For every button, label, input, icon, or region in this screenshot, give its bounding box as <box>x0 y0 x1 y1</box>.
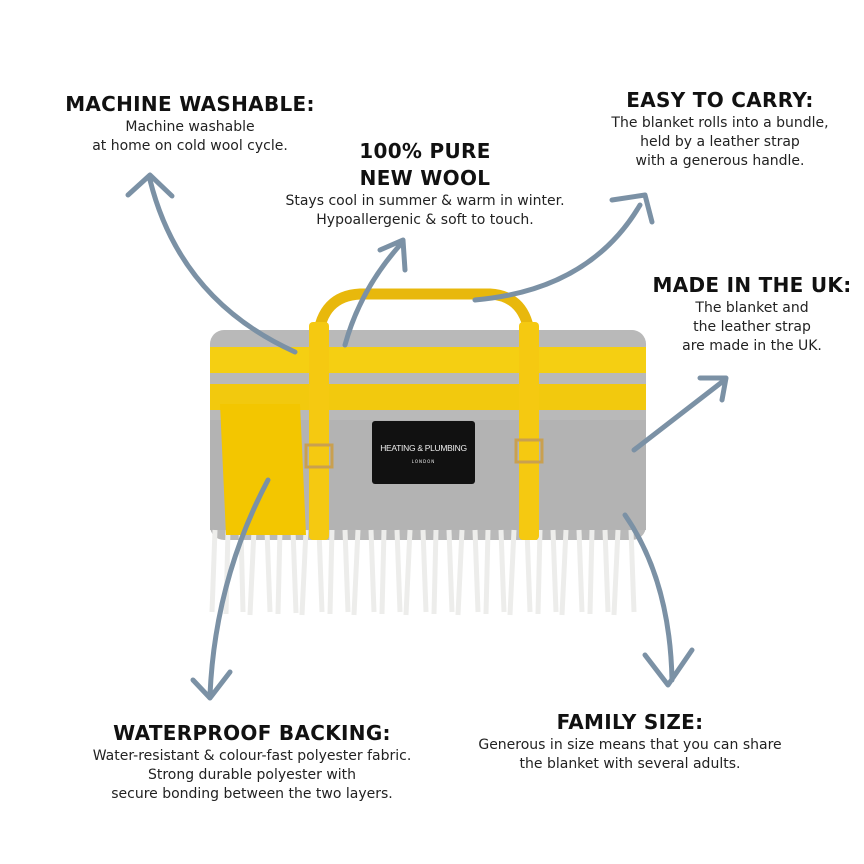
feature-text: Hypoallergenic & soft to touch. <box>316 212 534 228</box>
feature-text: Stays cool in summer & warm in winter. <box>285 193 565 209</box>
feature-text: Strong durable polyester with <box>147 767 357 783</box>
feature-title: 100% PURE <box>359 139 491 163</box>
feature-text: held by a leather strap <box>640 134 800 150</box>
feature-text: the blanket with several adults. <box>519 756 741 772</box>
feature-title: MADE IN THE UK: <box>652 273 852 297</box>
feature-waterproof: WATERPROOF BACKING: Water-resistant & co… <box>52 720 452 804</box>
strap-left <box>309 322 329 540</box>
arrow-wool <box>342 237 408 348</box>
feature-easy-carry: EASY TO CARRY: The blanket rolls into a … <box>590 87 850 171</box>
feature-text: Machine washable <box>125 119 255 135</box>
feature-title: FAMILY SIZE: <box>556 710 704 734</box>
arrow-family-size <box>622 512 695 688</box>
feature-title: MACHINE WASHABLE: <box>65 92 315 116</box>
arrows <box>125 172 729 701</box>
feature-text: are made in the UK. <box>682 338 822 354</box>
feature-text: with a generous handle. <box>635 153 805 169</box>
brand-name: HEATING & PLUMBING <box>380 443 467 453</box>
arrow-made-in-uk <box>631 375 729 453</box>
feature-text: Generous in size means that you can shar… <box>478 737 782 753</box>
feature-title: WATERPROOF BACKING: <box>113 721 391 745</box>
feature-text: secure bonding between the two layers. <box>111 786 393 802</box>
feature-pure-wool: 100% PURE NEW WOOL Stays cool in summer … <box>255 138 595 230</box>
feature-text: The blanket and <box>695 300 809 316</box>
feature-title: EASY TO CARRY: <box>626 88 814 112</box>
waterproof-pocket <box>220 404 306 535</box>
arrow-machine-washable <box>125 172 298 355</box>
strap-right <box>519 322 539 540</box>
leather-handle <box>312 288 536 339</box>
feature-text: the leather strap <box>693 319 811 335</box>
arrow-waterproof <box>190 477 271 701</box>
brand-sub: LONDON <box>411 459 436 464</box>
brand-label: HEATING & PLUMBING LONDON <box>372 421 475 484</box>
feature-made-in-uk: MADE IN THE UK: The blanket and the leat… <box>632 272 864 356</box>
feature-text: at home on cold wool cycle. <box>92 138 288 154</box>
feature-text: The blanket rolls into a bundle, <box>611 115 829 131</box>
feature-family-size: FAMILY SIZE: Generous in size means that… <box>440 709 820 774</box>
fringe <box>209 529 637 616</box>
arrow-easy-carry <box>472 192 655 303</box>
feature-text: Water-resistant & colour-fast polyester … <box>92 748 412 764</box>
feature-machine-washable: MACHINE WASHABLE: Machine washable at ho… <box>40 91 340 156</box>
feature-title: NEW WOOL <box>359 166 491 190</box>
